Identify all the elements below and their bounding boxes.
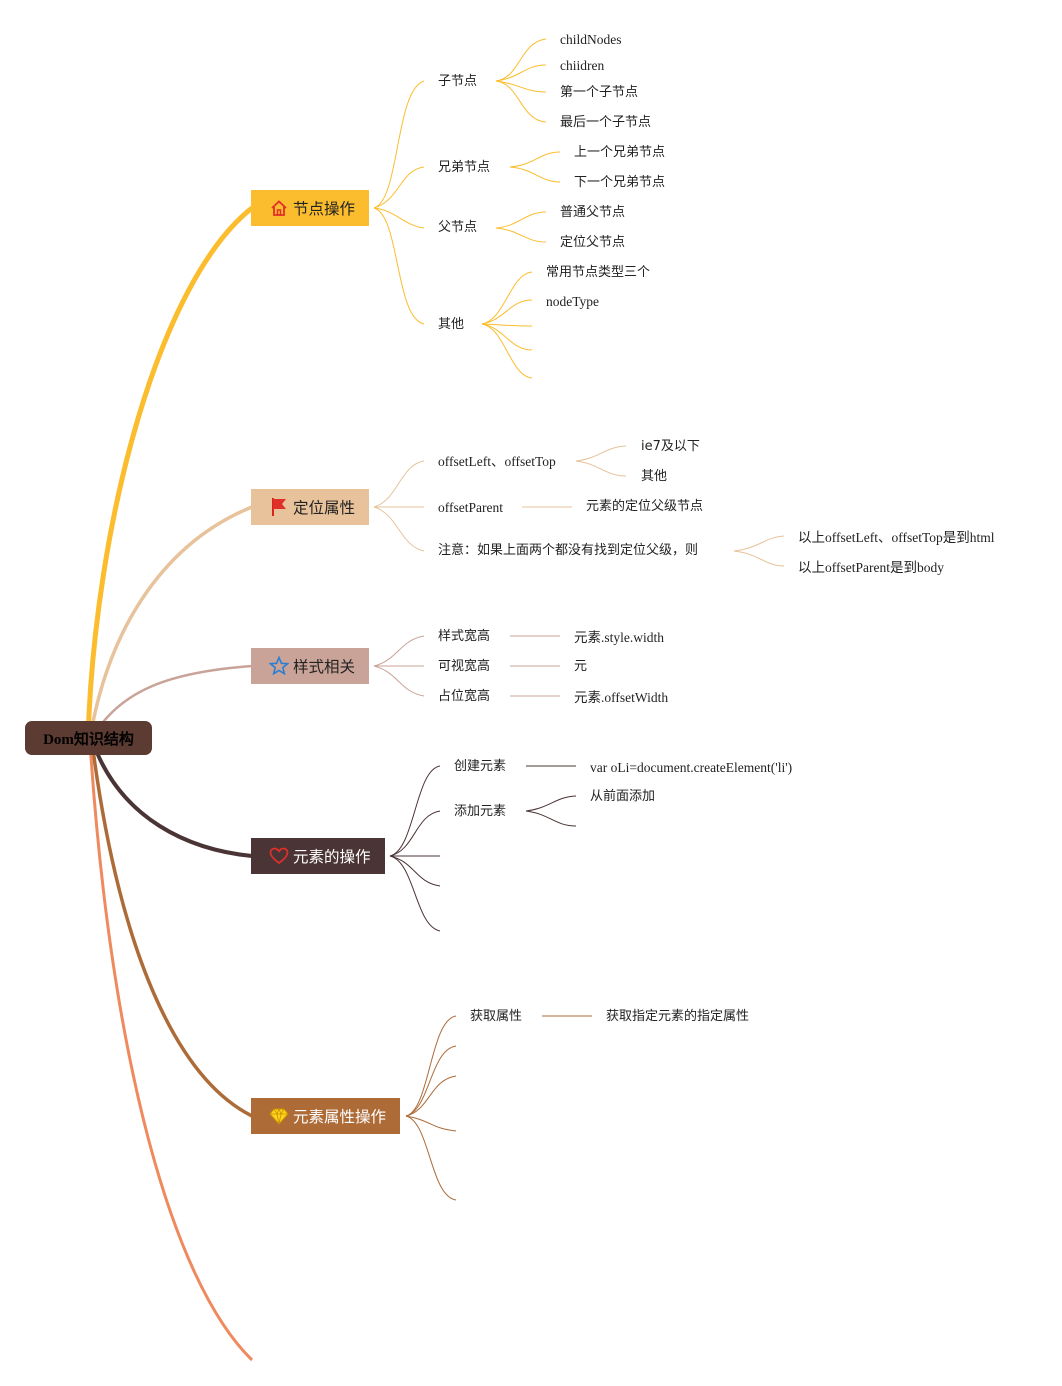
node-siblings[interactable]: 兄弟节点 (438, 160, 491, 175)
leaf-note-body[interactable]: 以上offsetParent是到body (798, 560, 944, 575)
branch-label: 元素的操作 (293, 848, 371, 866)
home-icon (269, 198, 289, 218)
leaf-create-element-code[interactable]: var oLi=document.createElement('li') (590, 760, 793, 775)
branch-element-attribute-operations[interactable]: 元素属性操作 (251, 1098, 401, 1134)
leaf-prev-sibling[interactable]: 上一个兄弟节点 (574, 145, 666, 160)
leaf-node-types[interactable]: 常用节点类型三个 (546, 265, 651, 280)
node-visible-wh[interactable]: 可视宽高 (438, 659, 491, 674)
leaf-nodetype[interactable]: nodeType (546, 294, 600, 309)
leaf-note-html[interactable]: 以上offsetLeft、offsetTop是到html (798, 530, 995, 545)
connector-b5 (90, 741, 253, 1118)
root-node[interactable]: Dom知识结构 (25, 721, 152, 755)
node-other[interactable]: 其他 (438, 317, 465, 332)
connector-b2 (88, 505, 253, 739)
node-parent[interactable]: 父节点 (438, 220, 478, 235)
branch-label: 节点操作 (293, 200, 356, 218)
node-add-element[interactable]: 添加元素 (454, 804, 507, 819)
leaf-add-front[interactable]: 从前面添加 (590, 789, 656, 804)
connector-b4 (90, 739, 253, 858)
branch-element-operations[interactable]: 元素的操作 (251, 838, 385, 874)
leaf-children[interactable]: chiidren (560, 58, 605, 73)
node-get-attribute[interactable]: 获取属性 (470, 1009, 523, 1024)
leaf-last-child[interactable]: 最后一个子节点 (560, 115, 652, 130)
root-label: Dom知识结构 (43, 731, 134, 748)
node-offset-parent[interactable]: offsetParent (438, 500, 503, 515)
node-note[interactable]: 注意：如果上面两个都没有找到定位父级，则 (438, 543, 699, 558)
branch-label: 样式相关 (293, 658, 356, 676)
branch-position-attributes[interactable]: 定位属性 (251, 489, 370, 525)
leaf-visible-width[interactable]: 元 (574, 659, 588, 674)
heart-icon (269, 846, 289, 866)
leaf-get-attribute-desc[interactable]: 获取指定元素的指定属性 (606, 1009, 750, 1024)
leaf-childnodes[interactable]: childNodes (560, 32, 622, 47)
node-offset-left-top[interactable]: offsetLeft、offsetTop (438, 454, 556, 469)
leaf-other[interactable]: 其他 (641, 469, 668, 484)
connector-b6 (88, 741, 254, 1362)
leaf-position-parent[interactable]: 定位父节点 (560, 235, 626, 250)
node-child-nodes[interactable]: 子节点 (438, 74, 478, 89)
connector-b1 (85, 206, 254, 739)
leaf-style-width[interactable]: 元素.style.width (574, 630, 664, 645)
node-occupy-wh[interactable]: 占位宽高 (438, 689, 491, 704)
branch-style-related[interactable]: 样式相关 (251, 648, 370, 684)
flag-icon (269, 497, 289, 517)
leaf-offset-width[interactable]: 元素.offsetWidth (574, 690, 669, 705)
leaf-normal-parent[interactable]: 普通父节点 (560, 205, 626, 220)
leaf-next-sibling[interactable]: 下一个兄弟节点 (574, 175, 666, 190)
leaf-first-child[interactable]: 第一个子节点 (560, 85, 639, 100)
diamond-icon (269, 1106, 289, 1126)
branch-node-operations[interactable]: 节点操作 (251, 190, 370, 226)
node-style-wh[interactable]: 样式宽高 (438, 629, 491, 644)
node-create-element[interactable]: 创建元素 (454, 759, 507, 774)
branch-label: 定位属性 (293, 499, 356, 517)
branch-label: 元素属性操作 (293, 1108, 387, 1126)
star-icon (269, 656, 289, 676)
leaf-offset-parent-desc[interactable]: 元素的定位父级节点 (586, 499, 704, 514)
leaf-ie7[interactable]: ie7及以下 (641, 439, 700, 454)
